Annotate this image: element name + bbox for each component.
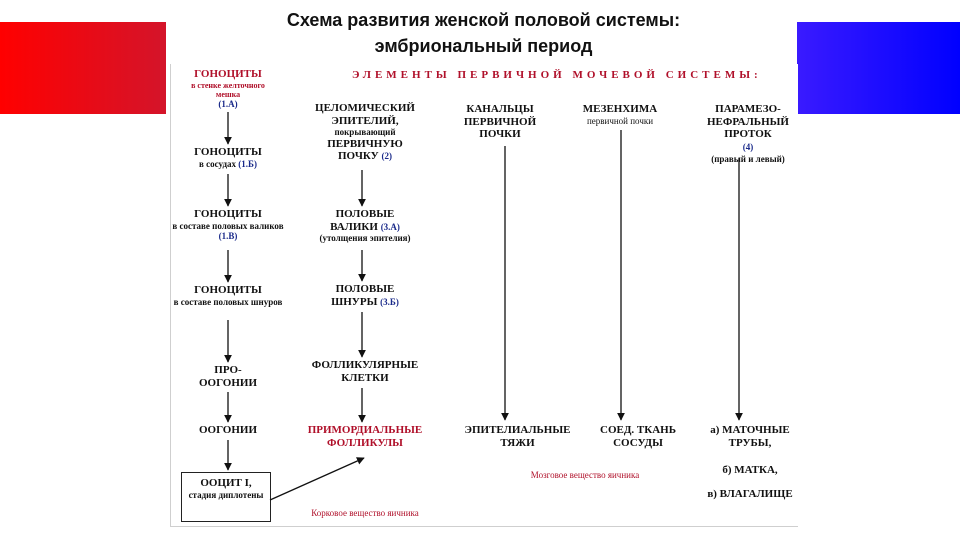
col1-node1-ref: (1.А): [218, 99, 238, 110]
col1-node4-sub: в составе половых шнуров: [173, 296, 283, 307]
col2-node1-title: ЦЕЛОМИЧЕСКИЙ ЭПИТЕЛИЙ,: [315, 102, 415, 127]
col2-node4: ФОЛЛИКУЛЯРНЫЕ КЛЕТКИ: [311, 359, 419, 384]
col2-node1-ref: (2): [381, 151, 393, 162]
col1-node1: ГОНОЦИТЫ в стенке желточного мешка (1.А): [178, 68, 278, 109]
col4-top-sub: первичной почки: [586, 115, 654, 126]
col1-node3-title: ГОНОЦИТЫ: [194, 208, 262, 220]
col1-node2-ref: (1.Б): [238, 158, 257, 169]
col5-top-title: ПАРАМЕЗО-НЕФРАЛЬНЫЙ ПРОТОК: [707, 103, 789, 141]
cortex-footer: Корковое вещество яичника: [311, 508, 419, 518]
col2-node1: ЦЕЛОМИЧЕСКИЙ ЭПИТЕЛИЙ, покрывающий ПЕРВИ…: [300, 102, 430, 163]
col1-node1-sub: в стенке желточного мешка: [191, 80, 265, 99]
col1-node5: ПРО- ООГОНИИ: [178, 364, 278, 389]
col1-node5-line2: ООГОНИИ: [198, 376, 258, 389]
col2-node3-line2: ШНУРЫ: [331, 295, 378, 308]
col2-node3-line1: ПОЛОВЫЕ: [335, 283, 395, 295]
col1-node4-title: ГОНОЦИТЫ: [194, 284, 262, 296]
col5-bottom2: б) МАТКА,: [722, 464, 778, 476]
col5-top-ref: (4): [742, 141, 754, 152]
col3-top: КАНАЛЬЦЫ ПЕРВИЧНОЙ ПОЧКИ: [463, 103, 537, 141]
col5-top-sub: (правый и левый): [711, 153, 785, 164]
col1-node4: ГОНОЦИТЫ в составе половых шнуров: [172, 284, 284, 307]
decor-bar-right: [797, 22, 960, 114]
col1-node3: ГОНОЦИТЫ в составе половых валиков (1.В): [172, 208, 284, 241]
col2-node2-line2: ВАЛИКИ: [330, 220, 378, 233]
oocyte-label: ООЦИТ I, стадия диплотены: [183, 477, 269, 500]
oocyte-sub: стадия диплотены: [188, 489, 264, 500]
oocyte-box: [181, 472, 271, 522]
col1-node2: ГОНОЦИТЫ в сосудах (1.Б): [178, 146, 278, 169]
col2-node5: ПРИМОРДИАЛЬНЫЕ ФОЛЛИКУЛЫ: [307, 424, 423, 449]
oocyte-title: ООЦИТ I,: [200, 477, 252, 489]
arrow-box-to-follicles: [269, 457, 365, 501]
col2-node1-sub1: покрывающий: [334, 127, 396, 138]
slide-title-line2: эмбриональный период: [374, 36, 593, 56]
diagram-panel: [170, 64, 798, 527]
col2-node1-sub3: ПОЧКУ: [338, 150, 379, 163]
col4-top-title: МЕЗЕНХИМА: [582, 103, 658, 115]
col3-bottom: ЭПИТЕЛИАЛЬНЫЕ ТЯЖИ: [464, 424, 571, 449]
medulla-footer: Мозговое вещество яичника: [530, 470, 640, 480]
col4-bottom: СОЕД. ТКАНЬ СОСУДЫ: [600, 424, 676, 449]
col2-node2-line1: ПОЛОВЫЕ: [335, 208, 395, 220]
col5-bottom3: в) ВЛАГАЛИЩЕ: [707, 488, 793, 500]
col1-node1-title: ГОНОЦИТЫ: [194, 68, 262, 80]
col2-node2-ref: (3.А): [380, 221, 400, 232]
col5-top: ПАРАМЕЗО-НЕФРАЛЬНЫЙ ПРОТОК (4) (правый и…: [698, 103, 798, 164]
col1-node3-ref: (1.В): [218, 230, 238, 241]
col2-node3-ref: (3.Б): [380, 296, 399, 307]
col2-node2-sub: (утолщения эпителия): [319, 233, 411, 244]
col2-node2: ПОЛОВЫЕ ВАЛИКИ (3.А) (утолщения эпителия…: [300, 208, 430, 244]
decor-bar-left: [0, 22, 166, 114]
slide-title-line1: Схема развития женской половой системы:: [286, 10, 681, 30]
section-header: ЭЛЕМЕНТЫ ПЕРВИЧНОЙ МОЧЕВОЙ СИСТЕМЫ:: [352, 69, 762, 81]
col1-node6: ООГОНИИ: [198, 424, 258, 436]
col1-node2-title: ГОНОЦИТЫ: [194, 146, 262, 158]
col1-node5-line1: ПРО-: [214, 364, 242, 376]
col1-node2-sub: в сосудах: [199, 158, 236, 169]
col4-top: МЕЗЕНХИМА первичной почки: [570, 103, 670, 126]
col2-node1-sub2: ПЕРВИЧНУЮ: [327, 137, 403, 150]
col5-bottom1: а) МАТОЧНЫЕ ТРУБЫ,: [710, 424, 790, 449]
col2-node3: ПОЛОВЫЕ ШНУРЫ (3.Б): [300, 283, 430, 308]
col1-node3-sub: в составе половых валиков: [172, 220, 284, 231]
